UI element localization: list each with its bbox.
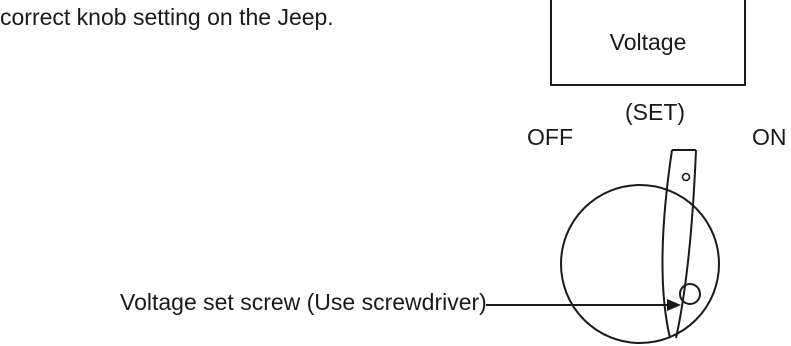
set-screw: [679, 283, 701, 305]
voltage-box-label: Voltage: [609, 28, 687, 55]
set-label: (SET): [625, 99, 686, 125]
off-label: OFF: [527, 124, 573, 150]
voltage-label-box: Voltage: [550, 0, 746, 86]
knob-circle: [560, 184, 720, 344]
callout-arrowhead: [667, 299, 681, 311]
indicator-dot: [681, 172, 691, 182]
knob-pointer: [661, 149, 697, 339]
on-label: ON: [752, 124, 787, 150]
screw-callout-label: Voltage set screw (Use screwdriver): [120, 289, 487, 315]
intro-text: correct knob setting on the Jeep.: [0, 4, 334, 30]
